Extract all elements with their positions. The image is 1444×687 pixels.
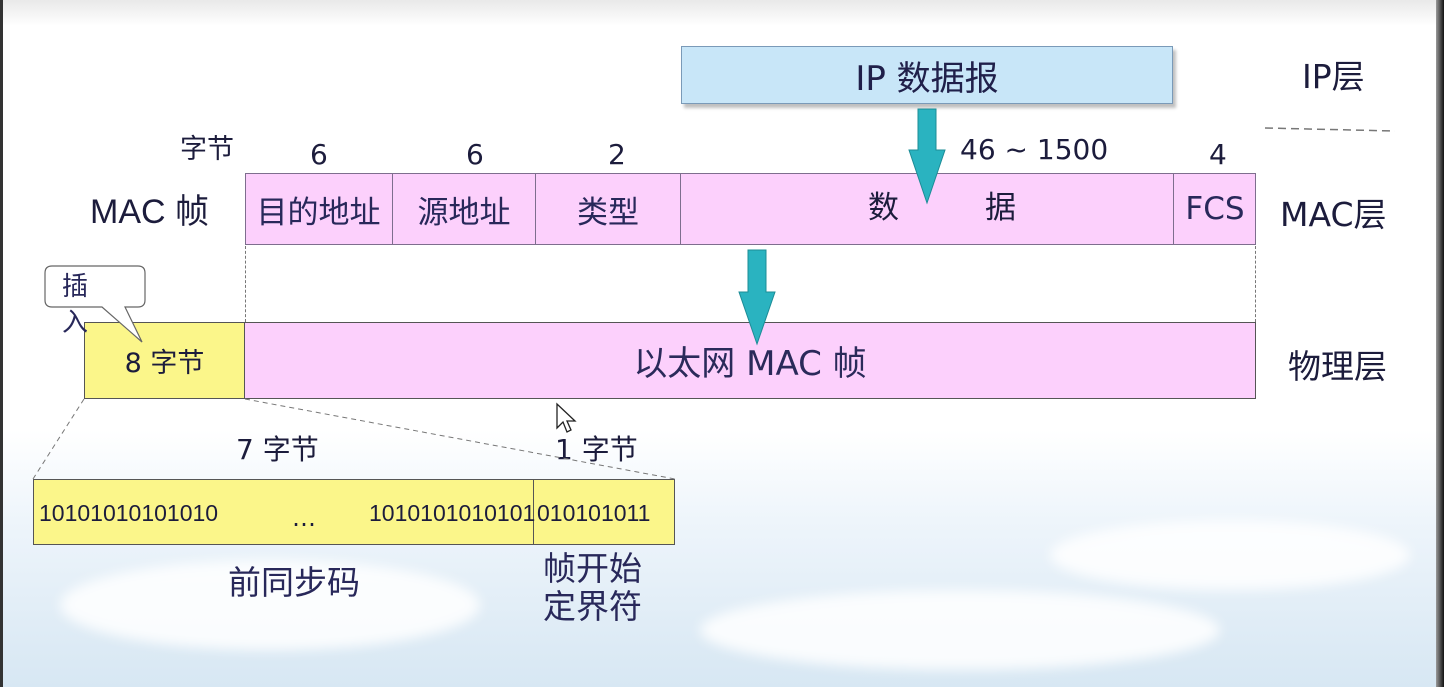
sfd-size-1: 1 字节 — [555, 433, 638, 466]
field-type: 类型 — [536, 173, 681, 245]
field-data-label-b: 据 — [985, 190, 1016, 226]
mac-frame — [245, 173, 1256, 245]
window-right-border — [1436, 0, 1444, 687]
field-dest-address: 目的地址 — [245, 173, 393, 245]
background-cloud — [60, 560, 480, 650]
preamble-name: 前同步码 — [228, 563, 360, 602]
preamble-8-byte-label: 8 字节 — [124, 348, 205, 379]
ethernet-mac-frame-label: 以太网 MAC 帧 — [633, 344, 867, 384]
layer-label-ip: IP层 — [1302, 57, 1365, 96]
field-size-type: 2 — [608, 138, 626, 171]
sfd-name-line1: 帧开始 — [543, 549, 642, 588]
down-arrow-mac-to-physical — [738, 249, 776, 346]
mouse-cursor — [556, 402, 577, 433]
ip-layer-separator — [1264, 127, 1396, 132]
field-size-fcs: 4 — [1209, 138, 1227, 171]
preamble-bits-left: 10101010101010 — [39, 500, 219, 526]
guide-diagonal-left — [32, 398, 85, 480]
field-size-dest: 6 — [310, 138, 328, 171]
field-size-data: 46 ~ 1500 — [960, 133, 1109, 166]
mac-frame-label: MAC 帧 — [90, 193, 209, 231]
ip-datagram-label: IP 数据报 — [855, 58, 999, 99]
field-src-label: 源地址 — [417, 194, 511, 231]
ip-datagram-box: IP 数据报 — [681, 46, 1173, 104]
preamble-size-7: 7 字节 — [236, 433, 319, 466]
sfd-name-line2: 定界符 — [543, 587, 642, 626]
field-size-src: 6 — [466, 138, 484, 171]
preamble-8-byte-block: 8 字节 — [84, 322, 245, 399]
field-data — [681, 173, 1174, 245]
guide-line-left — [245, 246, 246, 322]
field-fcs-label: FCS — [1185, 191, 1245, 227]
ethernet-mac-frame: 以太网 MAC 帧 — [244, 322, 1256, 399]
field-type-label: 类型 — [577, 194, 639, 231]
layer-label-mac: MAC层 — [1280, 195, 1387, 234]
guide-diagonal-right — [244, 398, 676, 480]
insert-callout-bubble — [44, 265, 146, 343]
field-dest-label: 目的地址 — [256, 194, 381, 231]
sfd-bits: 010101011 — [537, 500, 651, 526]
sfd-bits-block — [533, 479, 675, 545]
guide-line-right — [1255, 246, 1256, 322]
field-fcs: FCS — [1174, 173, 1256, 245]
preamble-bits-mid: 1010101010101 — [369, 500, 536, 526]
preamble-bits-ellipsis: … — [292, 504, 316, 532]
insert-callout-line1: 插 — [62, 272, 89, 302]
background-cloud — [1050, 520, 1410, 590]
layer-label-physical: 物理层 — [1288, 347, 1387, 386]
window-left-border — [0, 0, 3, 687]
field-src-address: 源地址 — [393, 173, 536, 245]
byte-unit-label: 字节 — [180, 134, 234, 165]
down-arrow-ip-to-mac — [908, 108, 946, 205]
background-cloud — [700, 590, 1220, 670]
field-data-label-a: 数 — [868, 190, 899, 226]
preamble-bits-block — [33, 479, 534, 545]
insert-callout-line2: 入 — [62, 308, 89, 338]
